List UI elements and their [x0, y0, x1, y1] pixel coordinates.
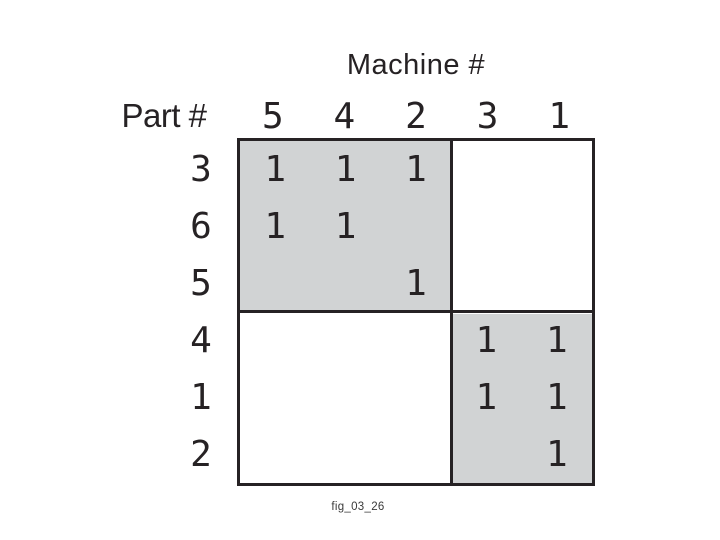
matrix-cell	[381, 426, 451, 483]
matrix-cell: 1	[264, 206, 287, 247]
matrix-cell	[381, 312, 451, 369]
matrix-cell: 1	[334, 206, 357, 247]
figure-caption: fig_03_26	[331, 501, 385, 513]
cell-boundary-horizontal-line	[240, 310, 592, 313]
machine-axis-title: Machine #	[346, 49, 486, 81]
machine-number-header: 3	[476, 95, 499, 137]
machine-number-header: 2	[405, 95, 427, 137]
matrix-cell	[240, 312, 310, 369]
matrix-cell: 1	[475, 377, 498, 418]
part-number-label: 6	[190, 206, 212, 247]
part-machine-matrix: 1 1 1 1 1 1 1 1 1 1 1	[237, 138, 595, 486]
matrix-cell	[381, 198, 451, 255]
matrix-cell	[310, 255, 380, 312]
matrix-cell	[310, 369, 380, 426]
machine-cell-2-block	[453, 314, 592, 483]
matrix-cell: 1	[264, 149, 287, 190]
matrix-cells: 1 1 1 1 1 1 1 1 1 1 1	[240, 141, 592, 483]
machine-number-header: 1	[548, 95, 571, 137]
part-number-label: 2	[190, 434, 212, 475]
matrix-cell	[451, 141, 521, 198]
part-number-label: 4	[190, 320, 212, 361]
matrix-cell	[381, 369, 451, 426]
matrix-cell: 1	[545, 320, 568, 361]
machine-number-headers: 5 4 2 3 1	[237, 95, 595, 137]
matrix-cell: 1	[405, 149, 427, 190]
part-number-label: 5	[190, 263, 212, 304]
matrix-cell	[522, 198, 592, 255]
matrix-cell	[451, 426, 521, 483]
matrix-cell: 1	[475, 320, 498, 361]
part-axis-title: Part #	[121, 97, 207, 134]
machine-number-header: 4	[333, 95, 356, 137]
matrix-cell	[240, 369, 310, 426]
part-number-label: 1	[190, 377, 212, 418]
matrix-cell	[451, 198, 521, 255]
matrix-cell	[240, 426, 310, 483]
matrix-cell	[522, 141, 592, 198]
part-number-label: 3	[190, 149, 212, 190]
matrix-cell: 1	[405, 263, 427, 304]
matrix-cell	[310, 312, 380, 369]
matrix-cell: 1	[334, 149, 357, 190]
matrix-cell	[451, 255, 521, 312]
matrix-cell	[522, 255, 592, 312]
matrix-cell: 1	[545, 434, 568, 475]
machine-cell-1-block	[240, 141, 451, 311]
matrix-cell: 1	[545, 377, 568, 418]
matrix-cell	[240, 255, 310, 312]
matrix-cell	[310, 426, 380, 483]
part-number-labels: 3 6 5 4 1 2	[178, 141, 224, 483]
machine-number-header: 5	[261, 95, 284, 137]
